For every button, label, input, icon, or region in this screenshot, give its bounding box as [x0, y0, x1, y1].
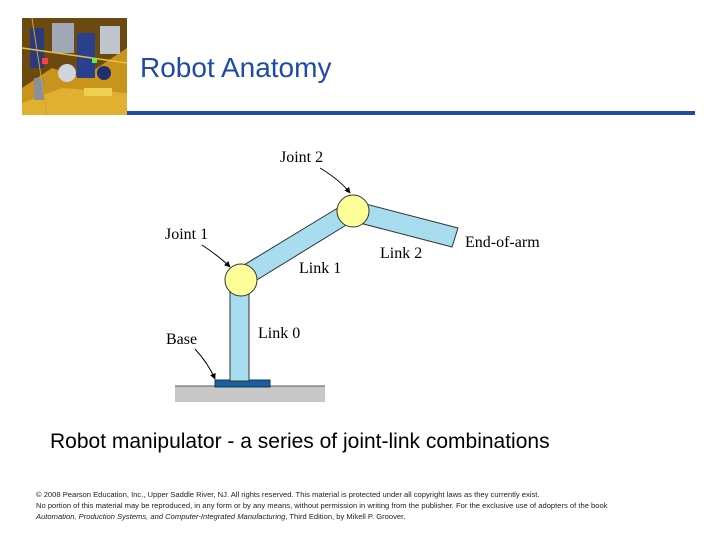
copyright-notice: © 2008 Pearson Education, Inc., Upper Sa…: [36, 489, 696, 522]
copyright-line-1: © 2008 Pearson Education, Inc., Upper Sa…: [36, 490, 540, 499]
copyright-line-2: No portion of this material may be repro…: [36, 501, 608, 510]
label-base: Base: [166, 331, 197, 348]
label-end-of-arm: End-of-arm: [465, 234, 540, 251]
joint-2: [336, 194, 370, 228]
label-link-2: Link 2: [380, 245, 422, 262]
book-edition: , Third Edition, by Mikell P. Groover.: [285, 512, 406, 521]
joint-1: [224, 263, 258, 297]
arrow-joint-1: [201, 244, 231, 268]
page-title: Robot Anatomy: [140, 52, 332, 83]
label-link-1: Link 1: [299, 260, 341, 277]
robot-anatomy-diagram: Joint 2 Joint 1 Link 1 Link 2 End-of-arm…: [165, 149, 540, 402]
copyright-line-3: Automation, Production Systems, and Comp…: [36, 511, 696, 522]
label-joint-2: Joint 2: [280, 149, 323, 166]
arrow-joint-2: [319, 167, 351, 194]
floor: [175, 386, 325, 402]
label-joint-1: Joint 1: [165, 226, 208, 243]
circuit-board-photo-icon: [22, 18, 127, 115]
diagram-caption: Robot manipulator - a series of joint-li…: [50, 430, 550, 453]
arrow-base: [194, 348, 216, 380]
book-title: Automation, Production Systems, and Comp…: [36, 512, 286, 521]
label-link-0: Link 0: [258, 325, 300, 342]
title-divider: [127, 111, 695, 115]
